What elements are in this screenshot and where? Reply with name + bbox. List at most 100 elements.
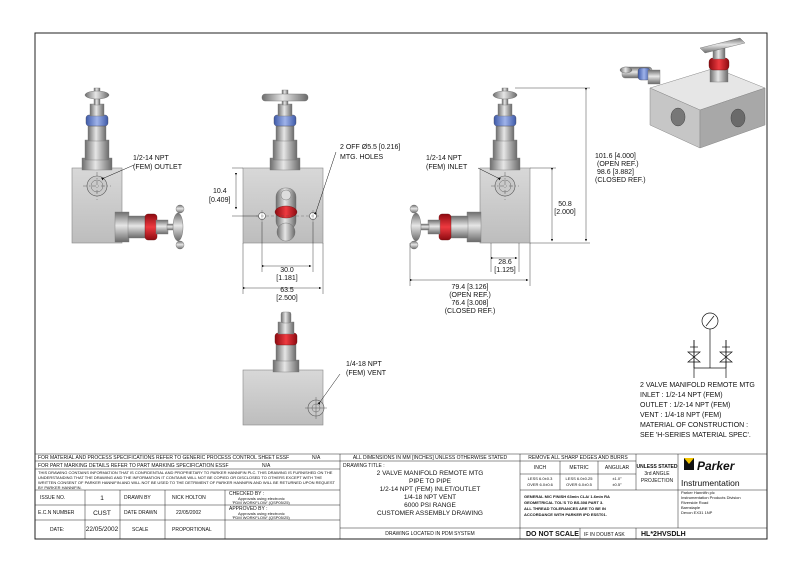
sheet-border — [34, 32, 768, 540]
dim-length-closed-ref: (CLOSED REF.) — [445, 308, 496, 315]
dim-block-in: [2.000] — [554, 209, 575, 216]
address-line3: Riverside Road — [681, 500, 708, 505]
brand-name: Parker — [697, 459, 736, 473]
drawing-title-line3: 1/2-14 NPT (FEM) INLET/OUTLET — [380, 486, 481, 493]
inlet-note-line2: (FEM) INLET — [426, 164, 468, 171]
checked-by-label: CHECKED BY : — [229, 491, 264, 497]
projection-line1: UNLESS STATED — [637, 464, 678, 470]
dim-block-mm: 50.8 — [558, 201, 572, 208]
confidential-line2: UNDERSTANDING THAT THE DRAWING AND THE I… — [38, 475, 322, 480]
issue-value: 1 — [100, 495, 104, 502]
spec-title: 2 VALVE MANIFOLD REMOTE MTG — [640, 382, 755, 389]
drawing-title-line1: 2 VALVE MANIFOLD REMOTE MTG — [377, 470, 484, 477]
projection-line3: PROJECTION — [641, 478, 674, 484]
inlet-note-line1: 1/2-14 NPT — [426, 155, 463, 162]
remove-burrs-note: REMOVE ALL SHARP EDGES AND BURRS — [528, 455, 628, 461]
approved-by-flow: 'PDM WORKFLOW' (QSP05/25) — [232, 515, 290, 520]
tol-row2-metric: OVER 6.0±0.5 — [566, 482, 593, 487]
front-view — [232, 89, 337, 294]
drawn-by-value: NICK HOLTON — [172, 495, 206, 501]
division-name: Instrumentation — [681, 478, 740, 488]
tol-header-angular: ANGULAR — [605, 465, 630, 471]
spec-line-vent: VENT : 1/4-18 NPT (FEM) — [640, 412, 721, 419]
material-ref-value: N/A — [312, 455, 321, 461]
spec-line-outlet: OUTLET : 1/2-14 NPT (FEM) — [640, 402, 730, 409]
finish-note-line3: ALL THREAD TOLERANCES ARE TO BE IN — [524, 506, 606, 511]
tol-header-metric: METRIC — [569, 465, 589, 471]
valve-schematic-symbol — [687, 312, 733, 378]
drawing-title-line6: CUSTOMER ASSEMBLY DRAWING — [377, 510, 483, 517]
dim-height-open-ref: (OPEN REF.) — [597, 161, 639, 168]
confidential-line3: WRITTEN CONSENT OF PARKER HANNIFIN AND W… — [38, 480, 335, 485]
outlet-note-line1: 1/2-14 NPT — [133, 155, 170, 162]
approved-by-note: Approvals using electronic — [238, 511, 285, 516]
date-label: DATE: — [50, 527, 64, 533]
vent-note-line1: 1/4-18 NPT — [346, 361, 383, 368]
spec-line-material: MATERIAL OF CONSTRUCTION : — [640, 422, 748, 429]
dim-left-in: [0.409] — [209, 197, 230, 204]
vent-note-line2: (FEM) VENT — [346, 370, 387, 377]
do-not-scale: DO NOT SCALE — [526, 531, 579, 538]
drawing-title-line4: 1/4-18 NPT VENT — [404, 494, 456, 501]
marking-ref-value: N/A — [262, 463, 271, 469]
finish-note-line2: GEOMETRICAL TOL'S TO BS.308 PART 3. — [524, 500, 603, 505]
dim-height-closed: 98.6 [3.882] — [597, 169, 634, 176]
if-in-doubt: IF IN DOUBT ASK — [584, 532, 625, 538]
tol-row2-angular: ±0.5° — [612, 482, 622, 487]
issue-label: ISSUE NO. — [40, 495, 65, 501]
address-line4: Barnstaple — [681, 505, 701, 510]
date-value: 22/05/2002 — [86, 526, 119, 533]
bottom-view — [242, 311, 341, 426]
dim-width-mm: 28.6 — [498, 259, 512, 266]
checked-by-note: Approvals using electronic — [238, 496, 285, 501]
drawing-number: HL*2HVSDLH — [641, 531, 686, 538]
checked-by-flow: 'PDM WORKFLOW' (QSP05/25) — [232, 500, 290, 505]
projection-line2: 3rd ANGLE — [644, 471, 670, 477]
date-drawn-label: DATE DRAWN — [124, 510, 157, 516]
dim-length-open: 79.4 [3.126] — [452, 284, 489, 291]
title-block — [35, 453, 767, 539]
outlet-note-line2: (FEM) OUTLET — [133, 164, 183, 171]
tol-row1-inch: LESS 6.0±0.3 — [528, 476, 553, 481]
dim-inner-in: [1.181] — [276, 275, 297, 282]
approved-by-label: APPROVED BY : — [229, 506, 268, 512]
parker-logo: Parker — [684, 458, 736, 473]
right-side-view — [409, 87, 590, 286]
holes-note-line1: 2 OFF Ø5.5 [0.216] — [340, 144, 400, 151]
dim-left-mm: 10.4 — [213, 188, 227, 195]
confidential-line1: THIS DRAWING CONTAINS INFORMATION THAT I… — [38, 470, 333, 475]
drawing-title-label: DRAWING TITLE : — [343, 463, 385, 469]
drawing-title-line5: 6000 PSI RANGE — [404, 502, 456, 509]
isometric-view — [619, 37, 766, 149]
date-drawn-value: 22/05/2002 — [176, 510, 201, 516]
dim-inner-mm: 30.0 — [280, 267, 294, 274]
tol-row1-angular: ±1.0° — [612, 476, 622, 481]
holes-note-line2: MTG. HOLES — [340, 154, 384, 161]
dims-note: ALL DIMENSIONS IN MM [INCHES] UNLESS OTH… — [353, 455, 508, 461]
dim-height-closed-ref: (CLOSED REF.) — [595, 177, 646, 184]
tol-row2-inch: OVER 6.0±0.6 — [527, 482, 554, 487]
marking-ref: FOR PART MARKING DETAILS REFER TO PART M… — [38, 463, 229, 469]
material-ref: FOR MATERIAL AND PROCESS SPECIFICATIONS … — [38, 455, 289, 461]
dim-outer-in: [2.500] — [276, 295, 297, 302]
address-line1: Parker Hannifin plc — [681, 490, 715, 495]
spec-line-inlet: INLET : 1/2-14 NPT (FEM) — [640, 392, 723, 399]
finish-note-line4: ACCORDANCE WITH PARKER IPD ESST01. — [524, 512, 607, 517]
address-line2: Instrumentation Products Division — [681, 495, 741, 500]
address-line5: Devon EX31 1NP — [681, 510, 713, 515]
confidential-line4: BY PARKER HANNIFIN. — [38, 485, 82, 490]
scale-value: PROPORTIONAL — [172, 527, 212, 533]
drawn-by-label: DRAWN BY — [124, 495, 151, 501]
left-side-view — [71, 87, 185, 250]
dim-length-open-ref: (OPEN REF.) — [449, 292, 491, 299]
scale-label: SCALE — [132, 527, 149, 533]
dim-height-open: 101.6 [4.000] — [595, 153, 636, 160]
dim-length-closed: 76.4 [3.008] — [452, 300, 489, 307]
tol-header-inch: INCH — [534, 465, 547, 471]
spec-line-see: SEE 'H-SERIES MATERIAL SPEC'. — [640, 432, 751, 439]
ecn-value: CUST — [93, 510, 111, 517]
ecn-label: E.C.N NUMBER — [38, 510, 75, 516]
finish-note-line1: GENERAL M/C FINISH 63min CLA/ 1.6min RA — [524, 494, 610, 499]
pdm-note: DRAWING LOCATED IN PDM SYSTEM — [385, 531, 474, 537]
